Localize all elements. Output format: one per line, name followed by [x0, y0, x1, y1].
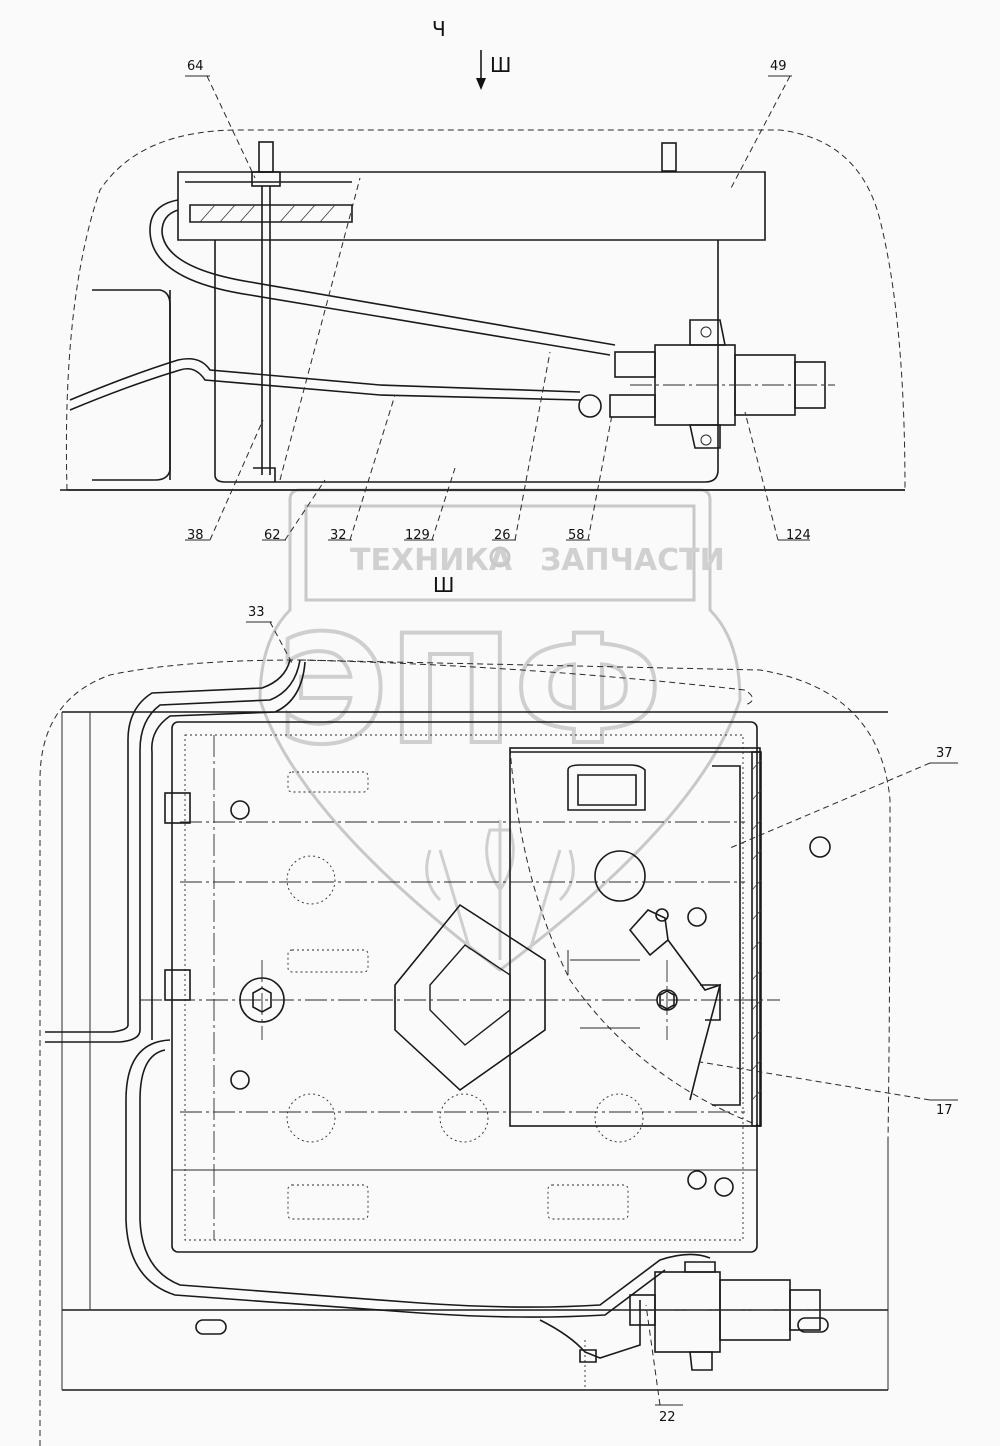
- callout-17: 17: [936, 1103, 953, 1118]
- callout-124: 124: [786, 528, 811, 543]
- plan-view-callouts: 33 37 17 22: [246, 605, 958, 1425]
- rhombus-logo-icon: [394, 904, 546, 1091]
- callout-64: 64: [187, 59, 204, 74]
- callout-26: 26: [494, 528, 511, 543]
- callout-33: 33: [248, 605, 265, 620]
- watermark-right-word: ЗАПЧАСТИ: [540, 543, 725, 578]
- callout-49: 49: [770, 59, 787, 74]
- top-view-assembly: [60, 129, 906, 491]
- view-direction-arrow: [476, 50, 486, 90]
- callout-37: 37: [936, 746, 953, 761]
- callout-58: 58: [568, 528, 585, 543]
- watermark: ТЕХНИКА ЗАПЧАСТИ ЭПФ: [258, 488, 742, 1091]
- callout-62: 62: [264, 528, 281, 543]
- view-label-sh-arrow: Ш: [490, 53, 511, 77]
- callout-22: 22: [659, 1410, 676, 1425]
- watermark-left-word: ТЕХНИКА: [350, 543, 513, 578]
- callout-129: 129: [405, 528, 430, 543]
- callout-38: 38: [187, 528, 204, 543]
- wheat-emblem-icon: [425, 820, 575, 960]
- watermark-logo-text: ЭПФ: [278, 604, 662, 778]
- view-label-sh-section: Ш: [433, 573, 454, 597]
- callout-32: 32: [330, 528, 347, 543]
- gear-icon: [489, 546, 511, 568]
- top-view-callouts: 64 49 38 62 32 129 26 58 124: [185, 59, 811, 543]
- view-label-ch: Ч: [432, 17, 446, 41]
- plan-view-assembly: [39, 659, 891, 1446]
